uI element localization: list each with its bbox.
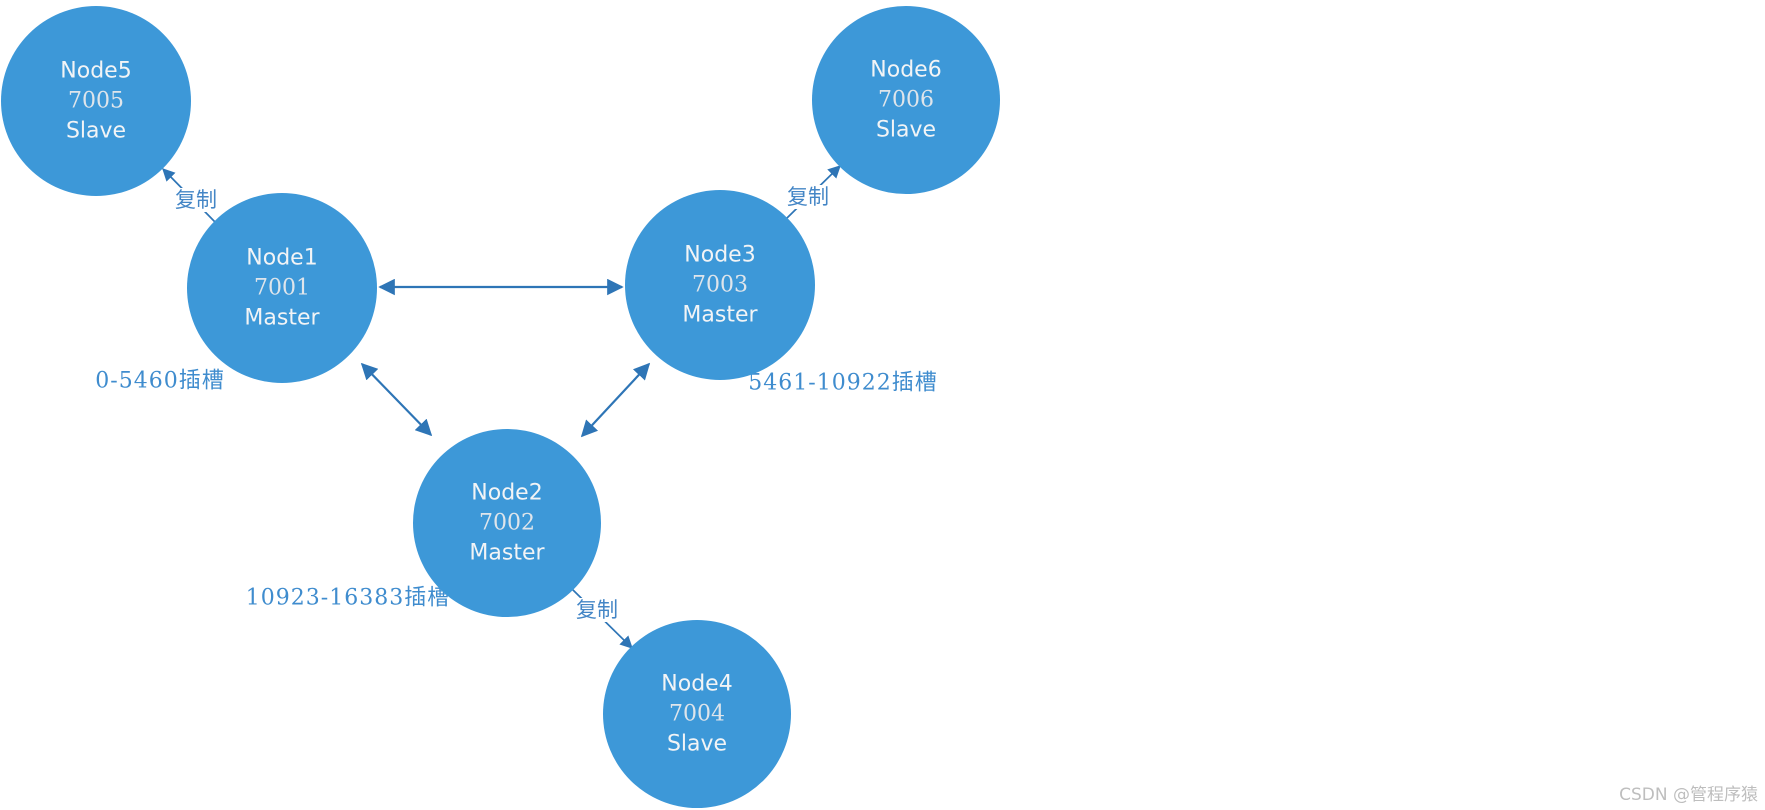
slot-range-label-node1: 0-5460插槽 [95,369,224,394]
slot-range-label-node3: 5461-10922插槽 [748,371,937,396]
node1-circle [187,193,377,383]
node4-circle [603,620,791,808]
node2-group: Node2 7002 Master [413,429,601,617]
arrow-node1-node2 [360,362,433,437]
node2-port: 7002 [479,511,535,536]
node5-group: Node5 7005 Slave [1,6,191,196]
node4-port: 7004 [669,702,725,727]
node3-name: Node3 [684,243,755,268]
node6-role: Slave [876,118,936,143]
node6-name: Node6 [870,58,941,83]
node5-circle [1,6,191,196]
node6-circle [812,6,1000,194]
node1-group: Node1 7001 Master [187,193,377,383]
label-backplate [574,598,620,622]
replication-label-node1-node5: 复制 [175,188,217,212]
node3-circle [625,190,815,380]
slot-range-label-node2: 10923-16383插槽 [246,586,450,611]
node2-circle [413,429,601,617]
node2-role: Master [469,541,545,566]
node6-group: Node6 7006 Slave [812,6,1000,194]
arrow-node3-node2 [580,362,651,438]
node3-port: 7003 [692,273,748,298]
replication-label-node3-node6: 复制 [787,185,829,209]
node3-group: Node3 7003 Master [625,190,815,380]
node1-port: 7001 [254,276,310,301]
watermark-text: CSDN @管程序猿 [1619,785,1758,805]
label-backplate [173,188,219,212]
node5-name: Node5 [60,59,131,84]
node5-role: Slave [66,119,126,144]
node5-port: 7005 [68,89,124,114]
node4-name: Node4 [661,672,732,697]
node3-role: Master [682,303,758,328]
node6-port: 7006 [878,88,934,113]
node4-group: Node4 7004 Slave [603,620,791,808]
node1-name: Node1 [246,246,317,271]
node4-role: Slave [667,732,727,757]
node1-role: Master [244,306,320,331]
replication-label-node2-node4: 复制 [576,598,618,622]
node2-name: Node2 [471,481,542,506]
label-backplate [785,185,831,209]
